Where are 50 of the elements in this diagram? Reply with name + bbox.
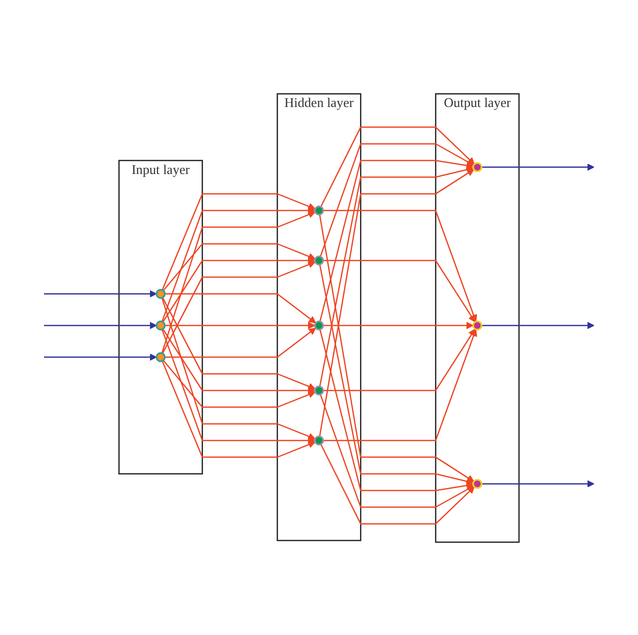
arrow xyxy=(162,192,316,290)
node-circle xyxy=(314,255,324,265)
arrow xyxy=(164,327,316,358)
arrow xyxy=(323,321,474,329)
arrow xyxy=(320,142,474,256)
arrow xyxy=(162,328,316,444)
arrow xyxy=(482,321,594,329)
arrow xyxy=(161,210,316,353)
arrow xyxy=(162,328,316,394)
arrow xyxy=(319,264,474,484)
arrow xyxy=(161,297,316,440)
arrow xyxy=(162,360,316,458)
cluster: Input layer xyxy=(118,159,203,474)
arrow xyxy=(323,209,478,322)
node-circle xyxy=(472,478,482,488)
arrow xyxy=(44,321,157,329)
arrow xyxy=(323,328,478,441)
arrow xyxy=(162,242,316,291)
cluster: Output layer xyxy=(435,92,520,542)
node-circle xyxy=(314,385,324,395)
arrow xyxy=(319,214,474,482)
arrow xyxy=(323,259,476,322)
node-circle xyxy=(156,320,166,330)
arrow xyxy=(319,168,474,436)
node-circle xyxy=(314,320,324,330)
arrow xyxy=(320,126,475,207)
arrow xyxy=(162,260,316,354)
arrow xyxy=(44,353,157,360)
node-circle xyxy=(156,352,166,362)
node-circle xyxy=(314,435,324,445)
arrow xyxy=(319,328,474,491)
arrow xyxy=(319,159,474,322)
node-circle xyxy=(472,162,482,172)
arrow xyxy=(164,321,316,329)
node-circle xyxy=(314,205,324,215)
arrow xyxy=(320,443,475,524)
arrow xyxy=(162,359,316,408)
arrow xyxy=(319,166,474,386)
arrow xyxy=(320,394,474,508)
arrow xyxy=(162,206,316,322)
node-circle xyxy=(156,288,166,298)
cluster: Hidden layer xyxy=(276,92,362,541)
arrow xyxy=(162,256,316,322)
arrow xyxy=(482,163,594,170)
node-circle xyxy=(472,320,482,330)
arrow xyxy=(44,290,157,297)
arrow xyxy=(162,296,316,390)
arrow xyxy=(482,480,594,487)
arrow xyxy=(164,292,316,323)
arrow xyxy=(323,328,476,391)
